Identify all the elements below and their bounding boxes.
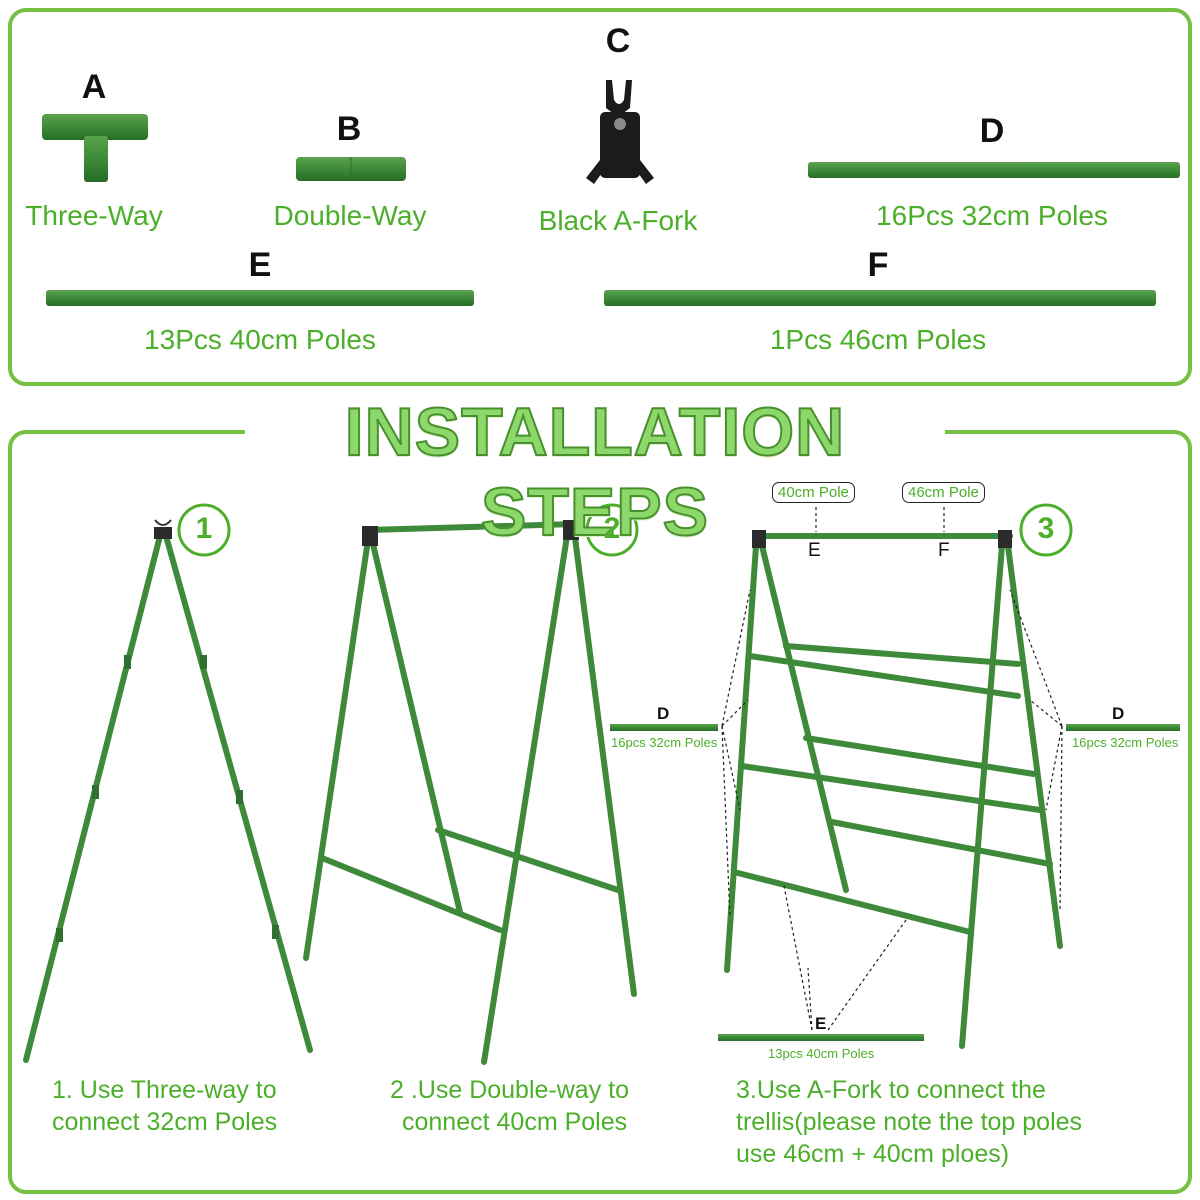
part-f-letter: F [867,246,889,284]
pole-32cm-icon [808,162,1180,178]
part-b-letter: B [336,110,362,148]
leader-lines [721,507,1063,1031]
parts-panel [8,8,1192,386]
pole-46cm-icon [604,290,1156,306]
mark-f: F [938,540,950,561]
step-3-caption-line: 3.Use A-Fork to connect the [736,1076,1046,1104]
step-2-caption: 2 .Use Double-way to connect 40cm Poles [390,1074,629,1138]
three-way-connector-icon [42,114,148,182]
mark-e: E [808,540,821,561]
step-1-caption-line: connect 32cm Poles [52,1108,278,1136]
step-1-figure [23,533,313,1063]
part-c-letter: C [605,22,631,60]
bottom-e-label: 13pcs 40cm Poles [768,1046,875,1061]
right-d-letter: D [1112,704,1125,723]
part-a-letter: A [81,68,107,106]
bottom-e-letter: E [815,1014,827,1033]
step-1-joints [56,655,279,942]
part-c-label: Black A-Fork [538,205,698,236]
tag-40cm-pole: 40cm Pole [772,482,855,503]
step-3-number-circle [1019,503,1073,557]
step-1-number: 1 [195,512,213,545]
step-2-figure [303,521,637,1065]
part-d-letter: D [979,112,1005,150]
a-fork-icon [586,80,654,184]
part-b-label: Double-Way [273,200,427,231]
pole-40cm-icon [46,290,474,306]
step-3-figure [724,533,1063,1049]
part-e-letter: E [248,246,272,284]
tag-46cm-pole: 46cm Pole [902,482,985,503]
step-2-caption-line: connect 40cm Poles [402,1108,628,1136]
part-a-label: Three-Way [25,200,163,231]
part-e-label: 13Pcs 40cm Poles [144,324,376,355]
left-d-letter: D [657,704,670,723]
right-d-label: 16pcs 32cm Poles [1072,735,1179,750]
left-d-label: 16pcs 32cm Poles [611,735,718,750]
step-2-number-circle [585,503,639,557]
step-2-caption-line: 2 .Use Double-way to [390,1076,630,1104]
double-way-connector-icon [296,157,406,181]
part-d-label: 16Pcs 32cm Poles [876,200,1108,231]
step-1-number-circle [177,503,231,557]
step-3-caption-line: use 46cm + 40cm ploes) [736,1140,1010,1168]
step-2-number: 2 [603,512,621,545]
step-3-caption: 3.Use A-Fork to connect the trellis(plea… [736,1074,1082,1170]
part-f-label: 1Pcs 46cm Poles [769,324,987,355]
step-3-number: 3 [1037,512,1055,545]
step-3-caption-line: trellis(please note the top poles [736,1108,1083,1136]
step-1-caption: 1. Use Three-way to connect 32cm Poles [52,1074,277,1138]
step-1-caption-line: 1. Use Three-way to [52,1076,277,1104]
installation-heading: INSTALLATION STEPS [245,392,945,551]
